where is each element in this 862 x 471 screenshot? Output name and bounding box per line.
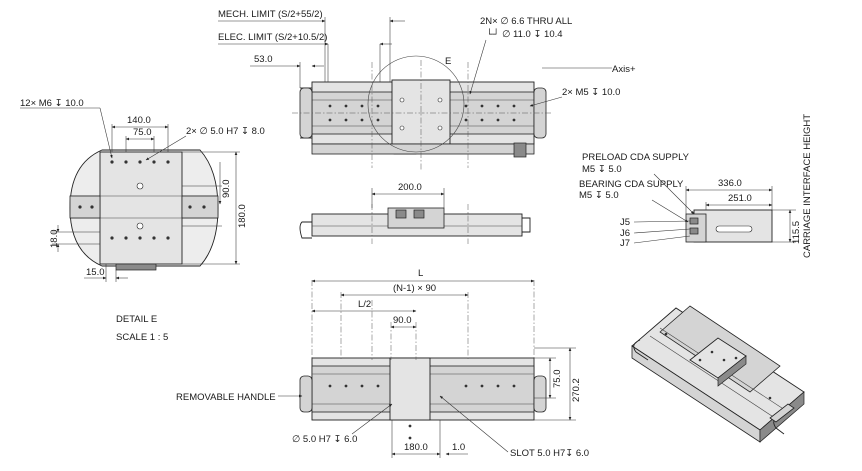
elec-limit-label: ELEC. LIMIT (S/2+10.5/2) <box>218 32 327 43</box>
dim-L-label: L <box>418 268 423 279</box>
detail-e-annotations: 12× M6 ↧ 10.0 140.0 75.0 2× ∅ 5.0 H7 ↧ 8… <box>20 98 265 343</box>
dim-75-label: 75.0 <box>133 127 152 138</box>
detail-scale: SCALE 1 : 5 <box>116 332 168 343</box>
pin-hole-label: 2× ∅ 5.0 H7 ↧ 8.0 <box>186 126 265 137</box>
m5-tap-label: 2× M5 ↧ 10.0 <box>562 87 620 98</box>
mech-limit-label: MECH. LIMIT (S/2+55/2) <box>218 9 323 20</box>
removable-handle-label: REMOVABLE HANDLE <box>176 392 276 403</box>
top-view <box>292 55 552 170</box>
dim-75-bottom-label: 75.0 <box>552 370 563 389</box>
dim-90-bottom-label: 90.0 <box>393 315 412 326</box>
dim-90-label: 90.0 <box>221 180 232 199</box>
top-53-label: 53.0 <box>254 54 273 65</box>
dim-n1x90-label: (N-1) × 90 <box>393 283 436 294</box>
counterbore-label: └┘ ∅ 11.0 ↧ 10.4 <box>486 28 563 40</box>
m6-tap-label: 12× M6 ↧ 10.0 <box>20 98 84 109</box>
j5-label: J5 <box>620 217 630 228</box>
dim-180-bottom-label: 180.0 <box>404 442 428 453</box>
bottom-view-annotations: L (N-1) × 90 L/2 90.0 75.0 270.2 REMOVAB… <box>176 268 589 459</box>
pin-bottom-label: ∅ 5.0 H7 ↧ 6.0 <box>292 434 357 445</box>
bearing-m5-label: M5 ↧ 5.0 <box>579 190 619 201</box>
detail-e-view <box>69 149 219 271</box>
detail-title: DETAIL E <box>116 314 157 325</box>
isometric-view <box>631 305 805 443</box>
thru-all-label: 2N× ∅ 6.6 THRU ALL <box>480 16 572 27</box>
slot-label: SLOT 5.0 H7↧ 6.0 <box>510 448 589 459</box>
end-view: 336.0 251.0 115.5 CARRIAGE INTERFACE HEI… <box>579 114 813 258</box>
top-view-annotations: MECH. LIMIT (S/2+55/2) ELEC. LIMIT (S/2+… <box>218 9 636 107</box>
detail-ref-label: E <box>445 56 451 67</box>
side-view: 200.0 <box>299 182 531 244</box>
dim-251-label: 251.0 <box>728 193 752 204</box>
dim-180-vertical-label: 180.0 <box>237 204 248 228</box>
axis-label: Axis+ <box>612 64 636 75</box>
dim-140-label: 140.0 <box>127 115 151 126</box>
preload-m5-label: M5 ↧ 5.0 <box>582 164 622 175</box>
dim-270-label: 270.2 <box>571 378 582 402</box>
preload-cda-label: PRELOAD CDA SUPPLY <box>582 152 690 163</box>
bottom-view <box>299 280 547 440</box>
dim-1-0-label: 1.0 <box>452 442 465 453</box>
j6-label: J6 <box>620 228 630 239</box>
bearing-cda-label: BEARING CDA SUPPLY <box>579 179 684 190</box>
dim-18-label: 18.0 <box>49 230 60 249</box>
dim-115-5-label: 115.5 <box>791 221 802 244</box>
dim-L2-label: L/2 <box>358 299 371 310</box>
dim-15-label: 15.0 <box>86 267 105 278</box>
dim-336-label: 336.0 <box>718 178 742 189</box>
dim-200-label: 200.0 <box>398 182 422 193</box>
j7-label: J7 <box>620 238 630 249</box>
carriage-height-label: CARRIAGE INTERFACE HEIGHT <box>802 114 813 258</box>
